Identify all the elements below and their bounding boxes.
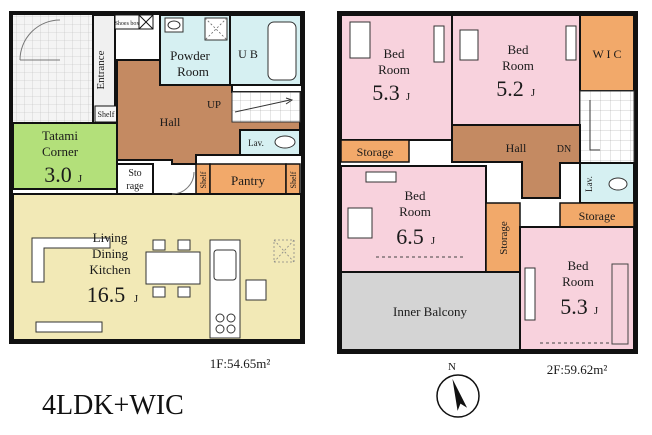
tatami-unit: J	[78, 173, 83, 185]
ldk-room	[12, 193, 302, 341]
powder-sink	[164, 17, 184, 33]
bedroom-2-label-2: Room	[502, 58, 534, 73]
storage-2f-vertical	[485, 202, 521, 273]
tatami-corner	[12, 122, 118, 190]
bedroom-4-label: Bed	[568, 258, 589, 273]
tatami-label-2: Corner	[42, 144, 79, 159]
bedroom-4-size: 5.3	[560, 294, 588, 319]
compass-label: N	[448, 361, 456, 373]
bedroom-1-label: Bed	[384, 46, 405, 61]
storage-2f-2-label: Storage	[579, 209, 616, 223]
bedroom-3-label-2: Room	[399, 204, 431, 219]
pantry-label: Pantry	[231, 173, 265, 188]
sofa	[31, 237, 111, 283]
storage-2f-1-label: Storage	[357, 145, 394, 159]
bedroom-4-label-2: Room	[562, 274, 594, 289]
storage-2f-1	[340, 139, 410, 163]
walk-in-closet	[579, 14, 635, 92]
entrance-shelf-label: Shelf	[98, 110, 115, 119]
tatami-size: 3.0	[44, 162, 72, 187]
first-floor: Entrance Shoes box Shelf Hall UP Powder …	[9, 11, 305, 371]
bedroom-1-label-2: Room	[378, 62, 410, 77]
entrance-label: Entrance	[95, 50, 107, 89]
inner-balcony	[340, 271, 521, 351]
bedroom-1-unit: J	[406, 91, 411, 103]
second-floor: Bed Room 5.3 J Bed Room 5.2 J W I C Stor…	[337, 11, 638, 377]
kitchen-sink	[213, 249, 237, 281]
inner-balcony-label: Inner Balcony	[393, 304, 468, 319]
bedroom-4-unit: J	[594, 305, 599, 317]
bedroom-2-unit: J	[531, 87, 536, 99]
layout-type: 4LDK+WIC	[42, 390, 184, 421]
first-floor-area: 1F:54.65m²	[210, 356, 271, 371]
stairs-up	[231, 91, 301, 123]
up-label: UP	[207, 99, 221, 111]
bedroom-3-unit: J	[431, 235, 436, 247]
bedroom-3-size: 6.5	[396, 224, 424, 249]
washer	[204, 17, 228, 41]
second-floor-area: 2F:59.62m²	[547, 362, 608, 377]
shelf-left-label: Shelf	[199, 171, 208, 188]
wic-label: W I C	[592, 47, 621, 61]
hall-label: Hall	[160, 115, 181, 129]
bathtub	[267, 21, 297, 81]
powder-room-label: Powder	[170, 48, 210, 63]
stairs-down	[579, 90, 635, 164]
bedroom-1-size: 5.3	[372, 80, 400, 105]
shelf-right-label: Shelf	[289, 171, 298, 188]
ldk-size: 16.5	[87, 282, 126, 307]
refrigerator	[245, 279, 267, 301]
storage-1f-label-2: rage	[126, 181, 144, 192]
storage-2f-vertical-label: Storage	[498, 221, 510, 255]
tv-board	[35, 321, 103, 333]
storage-2f-2	[559, 202, 635, 228]
bedroom-2-size: 5.2	[496, 76, 524, 101]
ldk-label-1: Living	[93, 230, 128, 245]
unit-bath-label: U B	[238, 47, 258, 61]
pantry-door-swing	[171, 171, 195, 195]
bedroom-3-label: Bed	[405, 188, 426, 203]
ldk-label-3: Kitchen	[89, 262, 131, 277]
bedroom-4	[519, 226, 635, 351]
lavatory-1f-label: Lav.	[248, 138, 264, 148]
dn-label: DN	[557, 144, 571, 155]
bedroom-2-label: Bed	[508, 42, 529, 57]
entrance-floor	[13, 15, 93, 123]
shoes-box-label: Shoes box	[115, 21, 140, 27]
hall-2f	[451, 124, 581, 199]
dining-table	[145, 251, 201, 285]
compass-icon: N	[436, 361, 480, 418]
hall-2f-label: Hall	[506, 141, 527, 155]
powder-room-label-2: Room	[177, 64, 209, 79]
entrance-door-swing	[19, 19, 61, 61]
ldk-unit: J	[134, 293, 139, 305]
storage-1f-label: Sto	[128, 168, 141, 179]
stairs-arrow	[234, 99, 291, 113]
lavatory-2f-label: Lav.	[584, 176, 594, 192]
ldk-label-2: Dining	[92, 246, 129, 261]
tatami-label: Tatami	[42, 128, 78, 143]
